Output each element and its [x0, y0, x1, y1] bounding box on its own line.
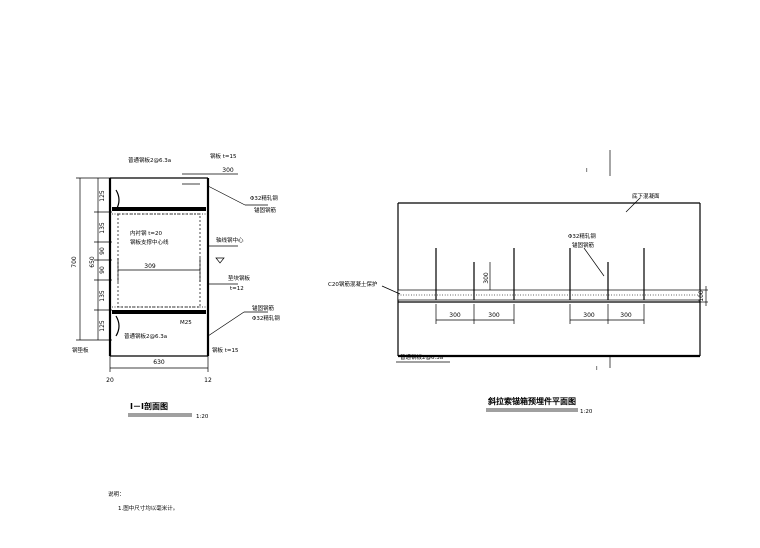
- inner-box: [117, 213, 201, 308]
- dim-135-top: 135: [99, 222, 106, 234]
- label-inner-plate: 内衬钢 t=20: [130, 229, 163, 237]
- label-anchor-bottom-2: Φ32精轧钢: [252, 314, 280, 322]
- section-scale: 1:20: [196, 414, 209, 420]
- plan-title: 斜拉索锚箱预埋件平面图: [487, 396, 576, 406]
- label-corner-left: 钢垫板: [72, 346, 89, 354]
- cut-mark-bottom: Ⅰ: [596, 366, 598, 372]
- centre-marker: [215, 257, 225, 264]
- leader-anchor-bottom: [207, 311, 245, 337]
- label-top-right: 底下混凝面: [632, 192, 660, 200]
- label-top-plate: 钢板 t=15: [210, 152, 237, 160]
- plan-drawing: Ⅰ Ⅰ 300 100 300 300: [328, 150, 708, 415]
- dim-20: 20: [106, 377, 114, 384]
- section-i-i-drawing: 300 309 630 20 12 700 650 125 135 90 90 …: [71, 152, 280, 420]
- bracket-upper: [115, 189, 120, 211]
- dim-700: 700: [71, 256, 78, 268]
- label-anchor-bottom: 锚固钢筋: [252, 304, 275, 312]
- dim-h300: 300: [483, 272, 490, 284]
- leader-top-right: [625, 197, 641, 213]
- dim-630: 630: [153, 359, 165, 366]
- label-concrete: C20钢筋混凝土保护: [328, 280, 378, 288]
- dim-s300b: 300: [488, 312, 500, 319]
- dim-135-bottom: 135: [99, 290, 106, 302]
- label-centerline: 轴线钢中心: [216, 236, 244, 244]
- label-top-channel: 普通钢板2@6.3a: [128, 156, 171, 164]
- notes-item-1: 1.图中尺寸均以毫米计。: [118, 504, 178, 512]
- label-inner-note: 钢板支撑中心线: [130, 238, 169, 246]
- label-side-plate: 垫块钢板: [228, 274, 251, 282]
- dim-90-a: 90: [99, 247, 106, 255]
- label-anchor: Φ32精轧钢: [568, 232, 596, 240]
- upper-plate: [112, 207, 206, 211]
- label-side-plate-t: t=12: [230, 286, 244, 292]
- dim-s300d: 300: [620, 312, 632, 319]
- notes-heading: 说明：: [108, 490, 125, 498]
- dim-h100: 100: [698, 290, 705, 302]
- section-title: Ⅰ－Ⅰ剖面图: [130, 401, 168, 411]
- dim-s300c: 300: [583, 312, 595, 319]
- dim-s300a: 300: [449, 312, 461, 319]
- lower-plate: [112, 310, 206, 314]
- bracket-lower: [115, 315, 120, 337]
- dim-125-bottom: 125: [99, 320, 106, 332]
- label-channel: 普通钢板2@6.3a: [400, 353, 443, 361]
- label-bottom-plate: 钢板 t=15: [212, 346, 239, 354]
- notes: 说明： 1.图中尺寸均以毫米计。: [108, 490, 178, 512]
- cut-mark-top: Ⅰ: [586, 168, 588, 174]
- label-anchor-top: Φ32精轧钢: [250, 194, 278, 202]
- label-mortar: M25: [180, 320, 192, 326]
- dim-12: 12: [204, 377, 212, 384]
- leader-anchor-top: [207, 185, 246, 206]
- dim-309: 309: [144, 263, 156, 270]
- plan-scale: 1:20: [580, 409, 593, 415]
- dim-300: 300: [222, 167, 234, 174]
- dim-90-b: 90: [99, 266, 106, 274]
- dim-125-top: 125: [99, 190, 106, 202]
- dim-650: 650: [89, 256, 96, 268]
- label-bottom-channel: 普通钢板2@6.3a: [124, 332, 167, 340]
- label-anchor-top-2: 锚固钢筋: [254, 206, 277, 214]
- leader-anchor: [583, 247, 605, 277]
- label-anchor-2: 锚固钢筋: [572, 241, 595, 249]
- leader-concrete: [381, 285, 401, 295]
